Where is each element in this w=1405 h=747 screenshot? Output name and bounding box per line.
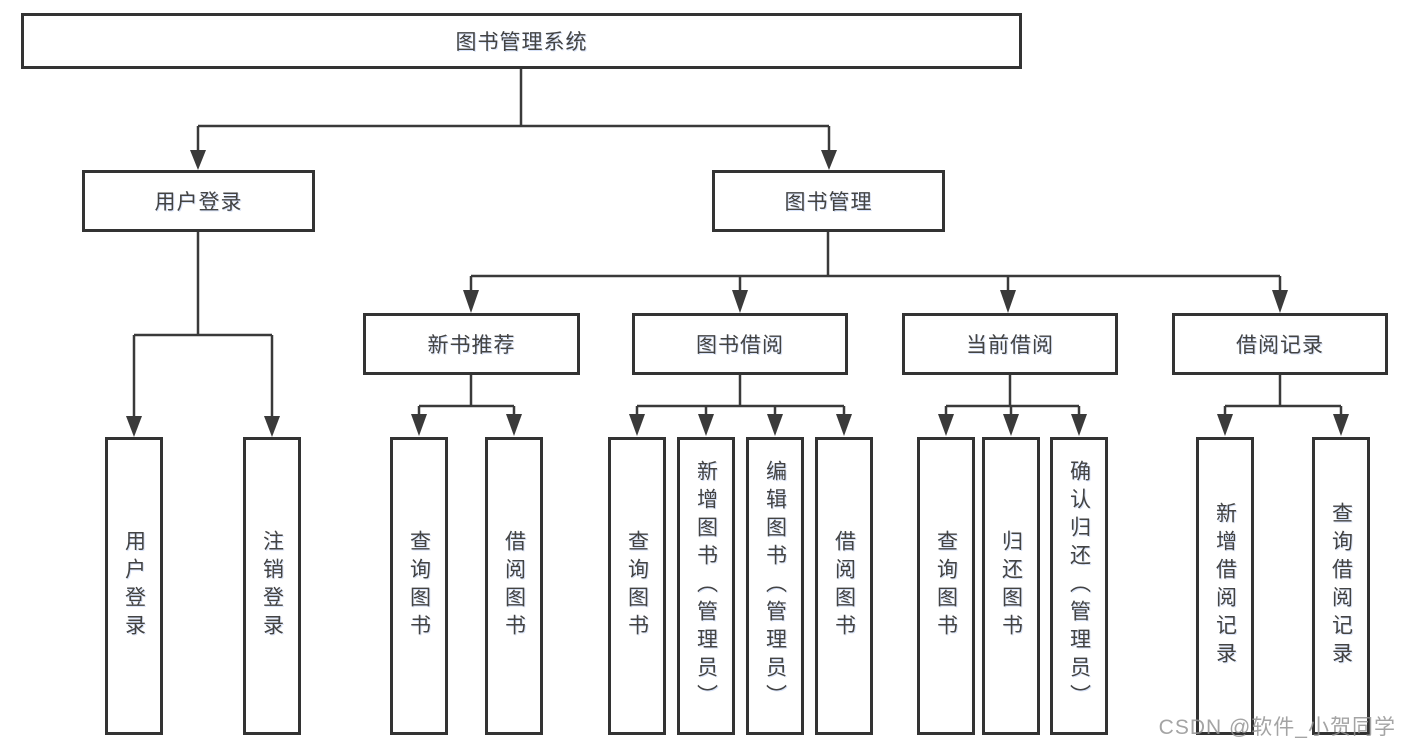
csdn-watermark: CSDN @软件_小贺同学 (1158, 716, 1396, 739)
leaf-label: 新增借阅记录 (1213, 502, 1237, 670)
leaf-label: 查询图书 (934, 530, 958, 642)
leaf-user-login: 用户登录 (105, 437, 163, 735)
node-label: 当前借阅 (966, 334, 1054, 357)
node-borrowing-records: 借阅记录 (1172, 313, 1388, 375)
leaf-borrow-books: 借阅图书 (815, 437, 873, 735)
node-label: 图书管理 (784, 191, 873, 214)
node-user-login: 用户登录 (82, 170, 315, 232)
node-label: 图书借阅 (696, 334, 784, 357)
leaf-return-books: 归还图书 (982, 437, 1040, 735)
leaf-edit-book-admin: 编辑图书（管理员） (746, 437, 804, 735)
leaf-label: 借阅图书 (502, 530, 526, 642)
leaf-query-books-current: 查询图书 (917, 437, 975, 735)
leaf-label: 查询图书 (407, 530, 431, 642)
leaf-label: 用户登录 (122, 530, 146, 642)
leaf-add-borrow-record: 新增借阅记录 (1196, 437, 1254, 735)
leaf-add-book-admin: 新增图书（管理员） (677, 437, 735, 735)
leaf-label: 查询图书 (625, 530, 649, 642)
leaf-label: 新增图书（管理员） (694, 460, 718, 712)
node-new-book-recommendation: 新书推荐 (363, 313, 580, 375)
leaf-label: 注销登录 (260, 530, 284, 642)
leaf-query-books-borrowing: 查询图书 (608, 437, 666, 735)
node-library-management-system: 图书管理系统 (21, 13, 1022, 69)
leaf-query-borrow-record: 查询借阅记录 (1312, 437, 1370, 735)
leaf-logout: 注销登录 (243, 437, 301, 735)
leaf-label: 确认归还（管理员） (1067, 460, 1091, 712)
leaf-label: 借阅图书 (832, 530, 856, 642)
node-label: 新书推荐 (427, 334, 516, 357)
leaf-label: 编辑图书（管理员） (763, 460, 787, 712)
leaf-confirm-return-admin: 确认归还（管理员） (1050, 437, 1108, 735)
leaf-label: 查询借阅记录 (1329, 502, 1353, 670)
node-current-borrowing: 当前借阅 (902, 313, 1118, 375)
leaf-label: 归还图书 (999, 530, 1023, 642)
node-label: 借阅记录 (1236, 334, 1324, 357)
leaf-query-books-recommend: 查询图书 (390, 437, 448, 735)
node-book-management: 图书管理 (712, 170, 945, 232)
node-label: 图书管理系统 (455, 31, 588, 54)
node-book-borrowing: 图书借阅 (632, 313, 848, 375)
node-label: 用户登录 (154, 191, 243, 214)
leaf-borrow-books-recommend: 借阅图书 (485, 437, 543, 735)
